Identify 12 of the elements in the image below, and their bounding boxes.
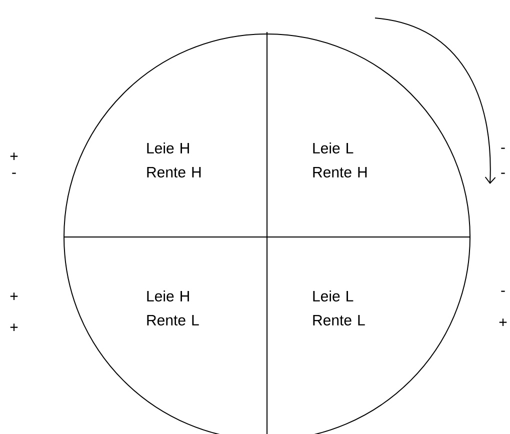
quadrant-label: Leie H Rente L: [147, 290, 199, 326]
sign-label: -: [501, 172, 505, 174]
sign-label: -: [12, 172, 16, 174]
quadrant-label: Leie L Rente H: [313, 142, 367, 178]
sign-label: +: [10, 324, 18, 332]
quadrant-label: Leie H Rente H: [147, 142, 201, 178]
sign-label: -: [501, 148, 505, 149]
quadrant-label: Leie L Rente L: [313, 290, 365, 326]
sign-label: +: [10, 292, 18, 300]
sign-label: +: [10, 152, 18, 160]
sign-label: -: [501, 290, 505, 292]
sign-label: +: [499, 318, 507, 326]
